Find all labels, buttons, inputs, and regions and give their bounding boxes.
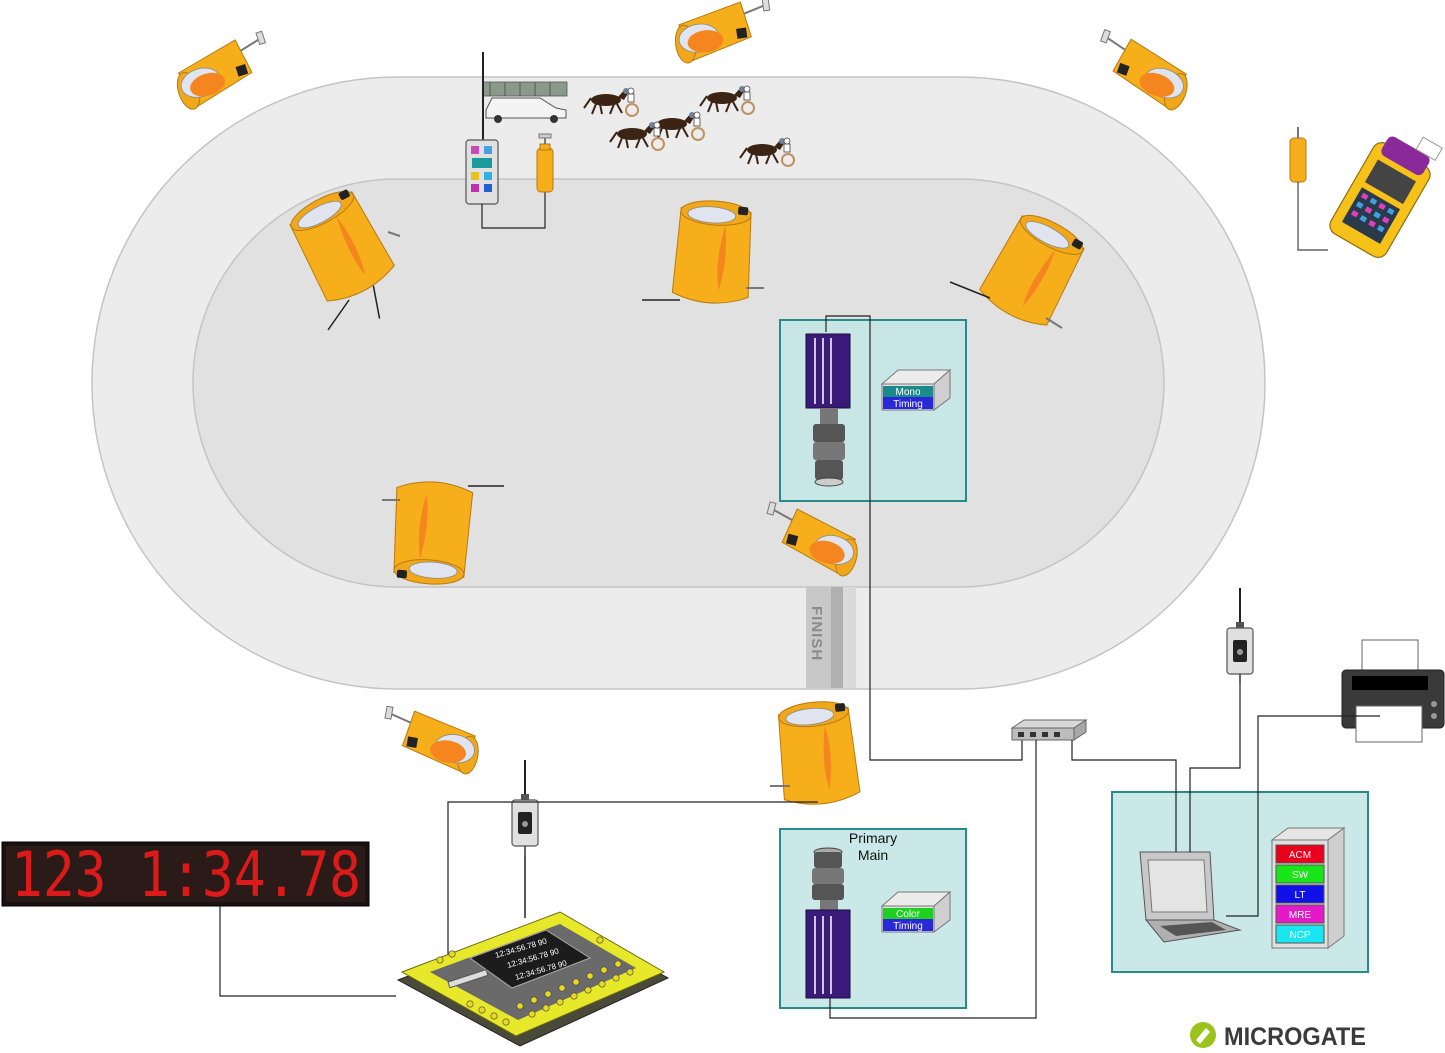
primary-title-line2: Main: [858, 847, 888, 863]
mono-badge-line1: Mono: [895, 387, 920, 398]
server-module-mre: [1275, 904, 1325, 924]
server-module-label: NCP: [1289, 930, 1310, 941]
timer-console: 12:34:56.78 90 12:34:56.78 90 12:34:56.7…: [396, 911, 670, 1047]
line-scan-camera-icon: [805, 333, 851, 487]
server-module-label: MRE: [1289, 910, 1312, 921]
scoreboard-display: 123 1:34.78: [11, 838, 361, 911]
cylinder-camera-icon: [671, 197, 756, 307]
server-module-acm: [1275, 844, 1325, 864]
color-badge-line2: Timing: [893, 921, 923, 932]
mono-timing-box: Mono Timing: [880, 368, 952, 411]
cylinder-camera-icon: [282, 181, 399, 319]
network-cables: [219, 684, 1380, 1019]
race-track: FINISH: [91, 76, 1266, 690]
primary-camera-cabinet: Primary Main Color Timing: [779, 828, 967, 1009]
finish-line: FINISH: [806, 587, 856, 688]
server-module-label: LT: [1295, 890, 1306, 901]
primary-title-line1: Primary: [849, 830, 897, 846]
mono-camera-cabinet: Mono Timing: [779, 315, 1023, 761]
radio-icon: [1226, 587, 1254, 685]
trackside-radio-unit: [465, 52, 554, 229]
handheld-terminal-icon: [1289, 127, 1443, 258]
printer-icon: [1341, 639, 1445, 743]
server-module-label: SW: [1292, 870, 1309, 881]
finish-label: FINISH: [808, 606, 825, 661]
photocell-camera-icon: [376, 705, 485, 777]
cylinder-camera-icon: [774, 697, 862, 809]
photocell-camera-icon: [167, 30, 280, 113]
server-module-sw: [1275, 864, 1325, 884]
radio-icon: [511, 759, 539, 857]
server-module-ncp: [1275, 924, 1325, 944]
color-badge-line1: Color: [896, 909, 921, 920]
server-module-lt: [1275, 884, 1325, 904]
cylinder-camera-icon: [389, 478, 474, 588]
server-stack: ACM SW LT MRE NCP: [1270, 827, 1346, 949]
server-module-label: ACM: [1289, 850, 1311, 861]
network-switch-icon: [1010, 719, 1088, 741]
server-cabinet: ACM SW LT MRE NCP: [1111, 791, 1369, 973]
starting-gate-car-icon: [482, 81, 568, 123]
mono-badge-line2: Timing: [893, 399, 923, 410]
microgate-logo: MICROGATE: [1190, 1022, 1366, 1051]
color-timing-box: Color Timing: [880, 890, 952, 933]
led-scoreboard: 123 1:34.78: [1, 838, 370, 911]
photocell-camera-icon: [1085, 28, 1198, 114]
laptop-icon: [1139, 851, 1242, 943]
brand-name: MICROGATE: [1224, 1023, 1366, 1051]
line-scan-camera-icon: [805, 847, 851, 999]
photocell-camera-icon: [670, 0, 777, 66]
